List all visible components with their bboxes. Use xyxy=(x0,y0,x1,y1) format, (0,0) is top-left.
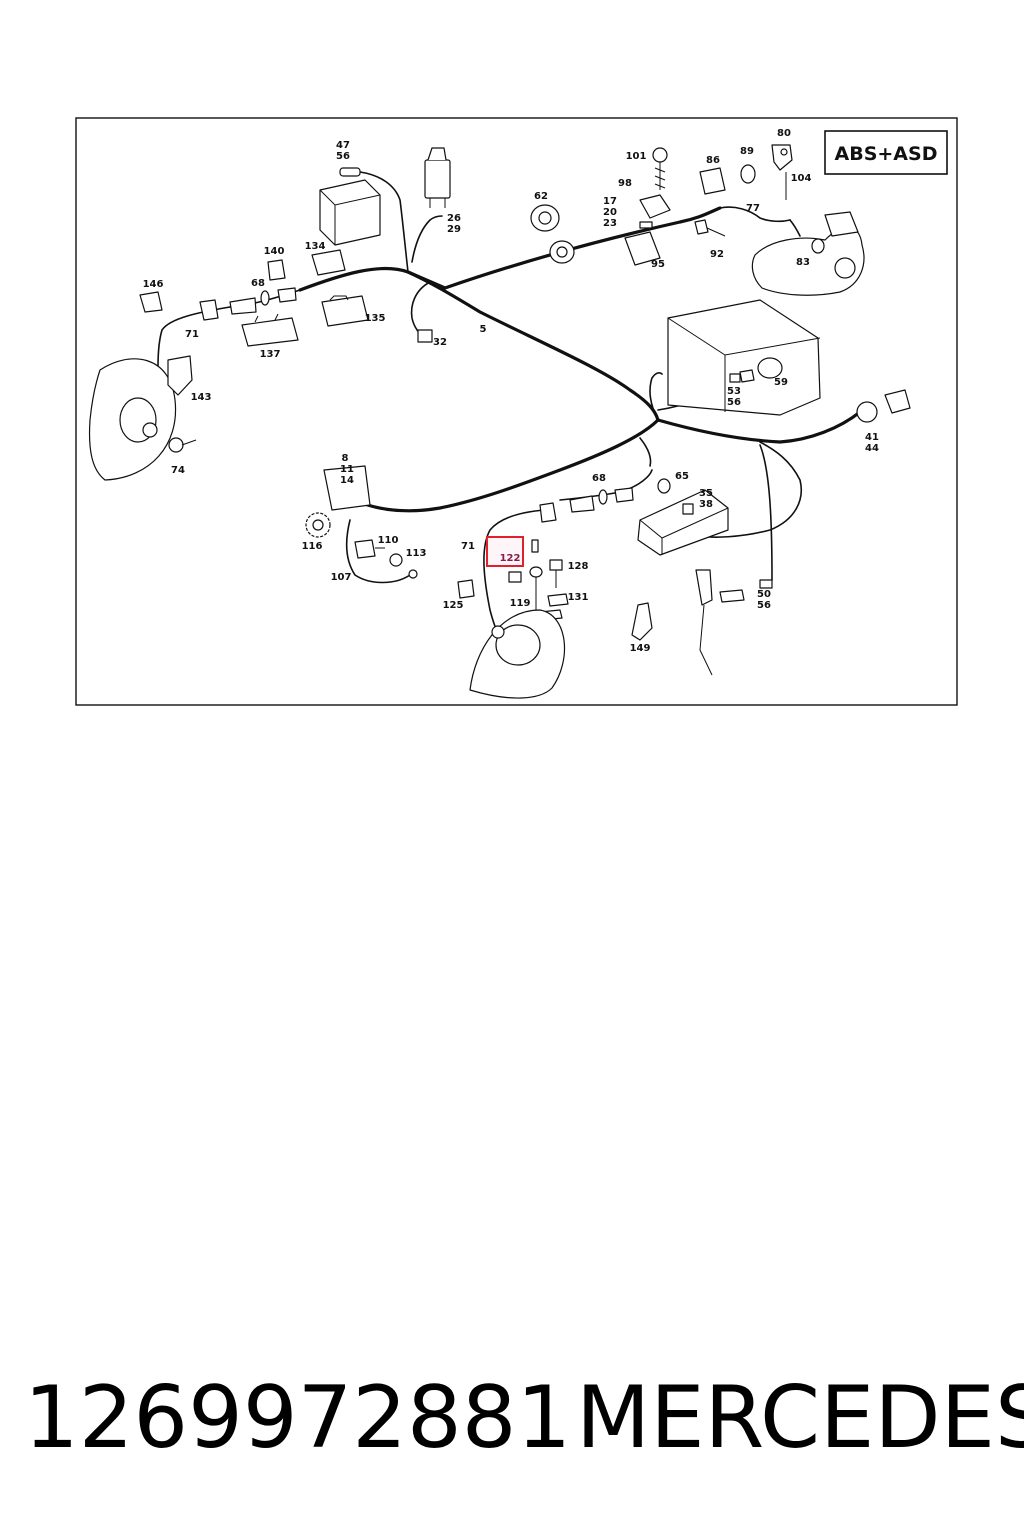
rear-box-59 xyxy=(667,299,821,416)
bracket-143 xyxy=(167,355,193,396)
abs-asd-badge: ABS+ASD xyxy=(824,130,948,175)
callout-label: 149 xyxy=(630,643,651,654)
callout-label: 95 xyxy=(651,259,665,270)
seal-68-top xyxy=(260,287,297,306)
gear-116 xyxy=(305,512,331,538)
callout-label: 44 xyxy=(865,443,879,454)
parts-68-65-bottom xyxy=(598,478,671,505)
callout-label: 47 xyxy=(336,140,350,151)
bracket-146 xyxy=(139,291,163,313)
callout-label: 23 xyxy=(603,218,617,229)
callout-label: 116 xyxy=(302,541,323,552)
housing-83 xyxy=(751,211,865,296)
callout-label: 56 xyxy=(336,151,350,162)
callout-label: 29 xyxy=(447,224,461,235)
callout-labels: 47 56 26 29 62 17 20 23 98 101 86 89 80 … xyxy=(143,128,879,654)
callout-label: 77 xyxy=(746,203,760,214)
bolt-92 xyxy=(694,219,726,237)
relay-part xyxy=(424,147,451,208)
callout-label: 38 xyxy=(699,499,713,510)
grommet-62 xyxy=(530,204,575,264)
parts xyxy=(88,144,911,699)
sensor-71-bottom xyxy=(539,495,595,523)
callout-label: 8 xyxy=(342,453,349,464)
callout-label: 80 xyxy=(777,128,791,139)
callout-label: 17 xyxy=(603,196,617,207)
badge-text: ABS+ASD xyxy=(835,143,938,165)
callout-label: 107 xyxy=(331,572,352,583)
brake-disc-right xyxy=(469,609,565,699)
callout-label: 68 xyxy=(592,473,606,484)
parts-140-134 xyxy=(267,249,346,281)
callout-label: 128 xyxy=(568,561,589,572)
callout-label: 50 xyxy=(757,589,771,600)
bushings-86-89 xyxy=(699,164,756,195)
callout-label: 101 xyxy=(626,151,647,162)
callout-label: 131 xyxy=(568,592,589,603)
callout-label: 86 xyxy=(706,155,720,166)
callout-122: 122 xyxy=(500,553,521,564)
connector-50-56 xyxy=(759,579,773,589)
parts-119-128-131 xyxy=(508,539,569,621)
callout-label: 104 xyxy=(791,173,812,184)
callout-label: 65 xyxy=(675,471,689,482)
callout-label: 110 xyxy=(378,535,399,546)
callout-label: 113 xyxy=(406,548,427,559)
callout-label: 146 xyxy=(143,279,164,290)
battery-part xyxy=(319,167,381,246)
part-number: 1269972881 xyxy=(24,1368,572,1468)
callout-label: 68 xyxy=(251,278,265,289)
callout-label: 5 xyxy=(480,324,487,335)
callout-label: 71 xyxy=(185,329,199,340)
brand-name: MERCEDES xyxy=(576,1368,1024,1468)
sensor-71-top xyxy=(199,297,257,321)
connector-41-44 xyxy=(856,389,911,423)
bracket-149 xyxy=(631,602,653,641)
bolt-74 xyxy=(168,437,197,453)
callout-label: 137 xyxy=(260,349,281,360)
callout-label: 89 xyxy=(740,146,754,157)
callout-label: 98 xyxy=(618,178,632,189)
callout-label: 143 xyxy=(191,392,212,403)
callout-label: 83 xyxy=(796,257,810,268)
cable-lever xyxy=(695,569,745,676)
bracket-125 xyxy=(457,579,475,599)
clip-98 xyxy=(624,194,671,266)
callout-label: 56 xyxy=(727,397,741,408)
diagram-frame xyxy=(75,117,958,706)
callout-label: 26 xyxy=(447,213,461,224)
callout-label: 62 xyxy=(534,191,548,202)
callout-label: 59 xyxy=(774,377,788,388)
callout-label: 135 xyxy=(365,313,386,324)
callout-label: 41 xyxy=(865,432,879,443)
bracket-80 xyxy=(771,144,793,200)
callout-label: 53 xyxy=(727,386,741,397)
callout-label: 32 xyxy=(433,337,447,348)
callout-label: 35 xyxy=(699,488,713,499)
screw-101 xyxy=(652,147,668,190)
connector-32 xyxy=(417,329,433,343)
callout-label: 92 xyxy=(710,249,724,260)
callout-label: 134 xyxy=(305,241,326,252)
callout-label: 140 xyxy=(264,246,285,257)
callout-label: 11 xyxy=(340,464,354,475)
callout-label: 20 xyxy=(603,207,617,218)
connector-53-56 xyxy=(729,373,741,383)
bracket-8-11-14 xyxy=(323,465,371,511)
parts-110-113 xyxy=(354,539,418,579)
callout-label: 125 xyxy=(443,600,464,611)
control-unit-35-38 xyxy=(637,489,729,556)
footer: 1269972881 MERCEDES xyxy=(0,1368,1024,1468)
callout-label: 71 xyxy=(461,541,475,552)
callout-label: 56 xyxy=(757,600,771,611)
callout-label: 14 xyxy=(340,475,354,486)
highlight-part-122: 122 xyxy=(486,536,524,567)
callout-label: 119 xyxy=(510,598,531,609)
connectors-135-137 xyxy=(241,295,369,347)
callout-label: 74 xyxy=(171,465,185,476)
brake-disc-left xyxy=(88,358,177,481)
